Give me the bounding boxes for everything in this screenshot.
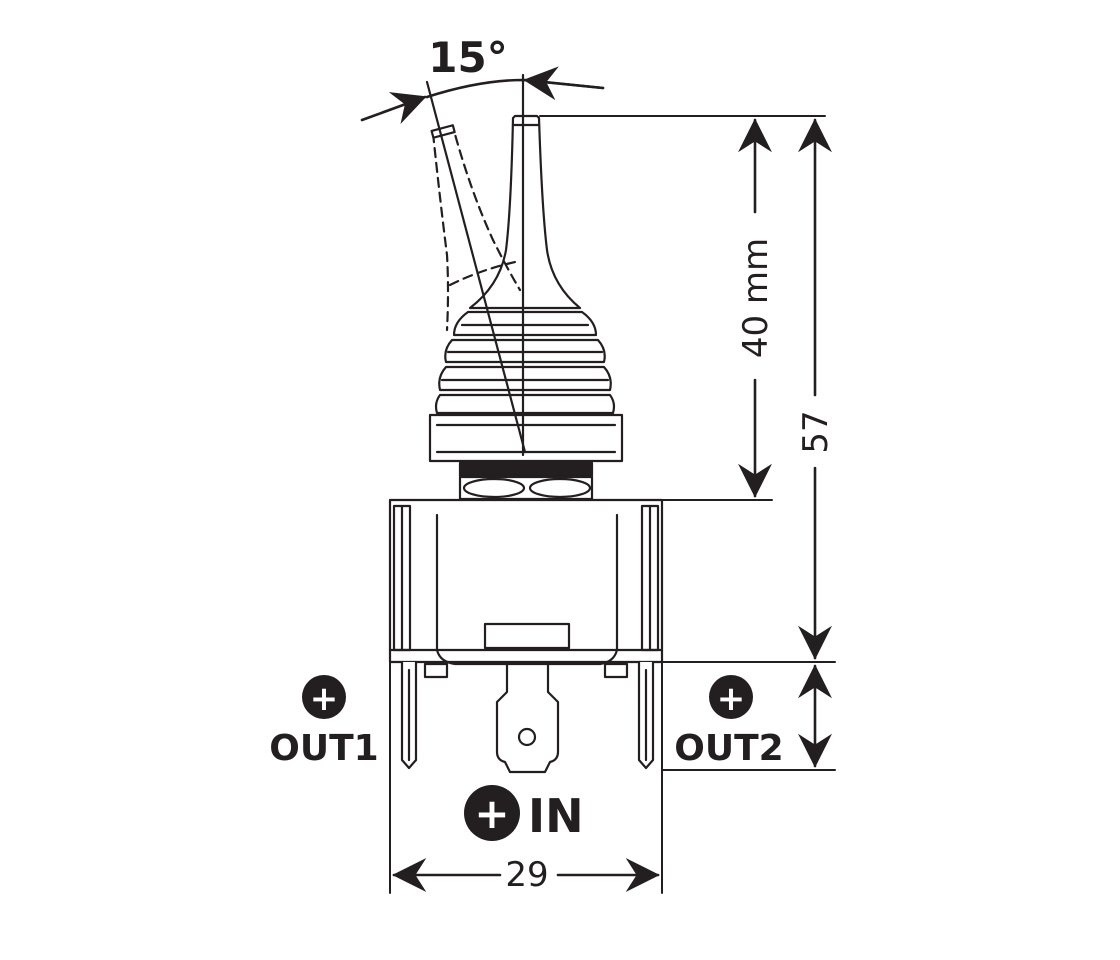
in-label: IN [528,789,584,843]
switch-housing [388,498,664,666]
width-label: 29 [505,855,548,895]
lever [468,114,582,310]
terminal-in [495,662,560,774]
out2-label: OUT2 [674,728,783,769]
housing-label-plate [483,622,571,650]
angle-label: 15° [428,33,507,82]
plus-circle-icon: + [302,675,346,719]
out1-plus-symbol: + [310,679,339,719]
out1-label: OUT1 [269,728,378,769]
in-plus-symbol: + [474,789,509,838]
lever-height-label: 40 mm [736,238,776,358]
hex-nut [428,413,624,463]
plus-circle-icon: + [464,785,520,841]
terminal-out1 [400,660,449,770]
washer [458,461,594,478]
rubber-boot [434,310,616,415]
out2-plus-symbol: + [717,679,746,719]
lever-tilted-outline [431,125,522,332]
total-height-label: 57 [796,410,836,453]
lever-tilted-tip [430,124,456,139]
extension-lines [389,115,836,894]
terminal-out2 [603,660,655,770]
plus-circle-icon: + [709,675,753,719]
dimension-lines [360,66,832,892]
